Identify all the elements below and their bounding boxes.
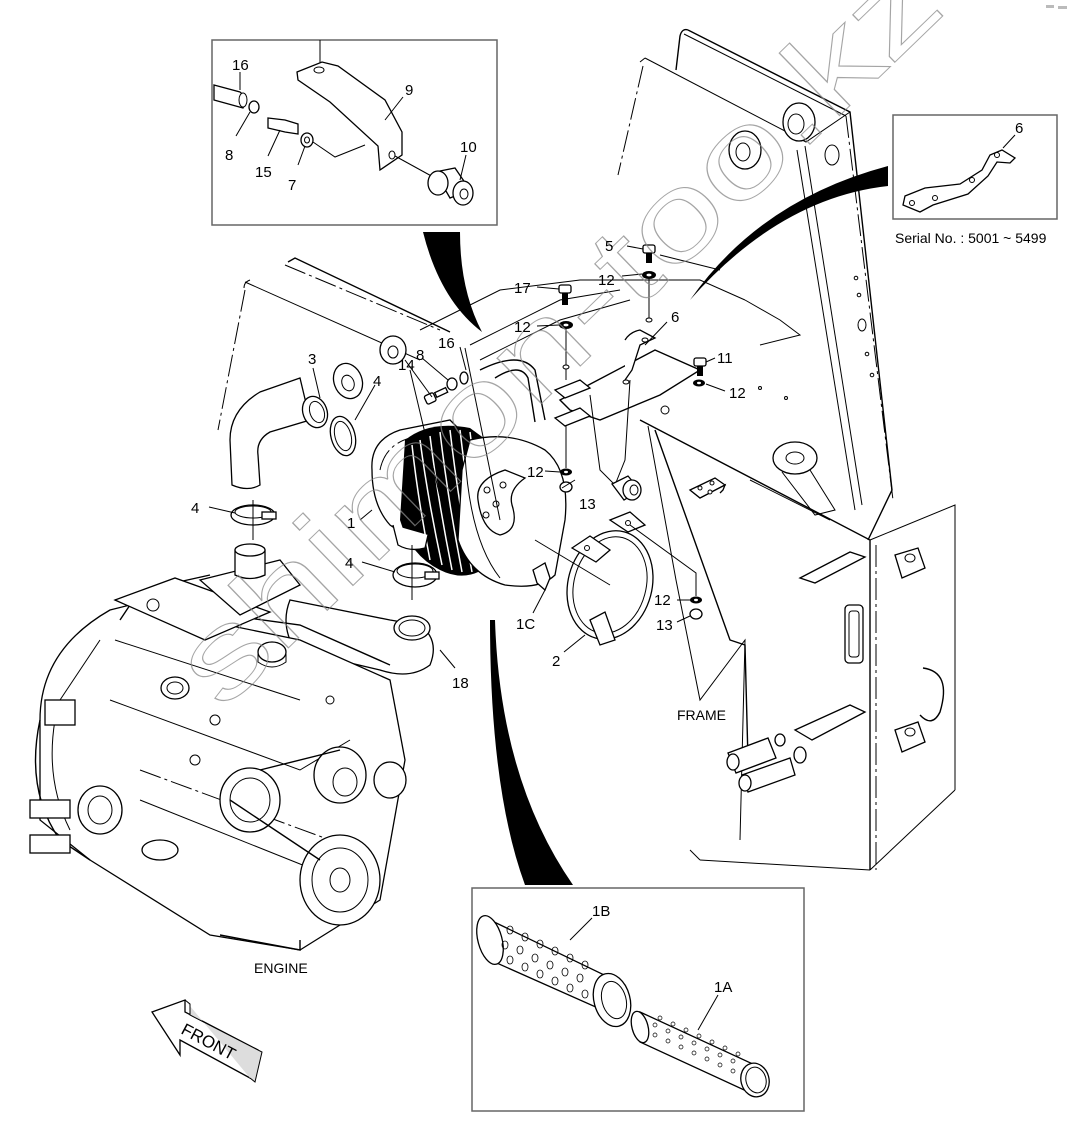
pointer-arrow-bottom [490, 620, 573, 885]
flange-boss [772, 441, 836, 516]
callout: 12 [654, 592, 671, 609]
outer-filter-element [476, 915, 632, 1028]
callout: 12 [729, 385, 746, 402]
callout: 11 [717, 350, 733, 367]
pointer-arrow-top [423, 232, 482, 332]
callout: 6 [1015, 120, 1023, 137]
callout: 8 [416, 347, 424, 364]
main-callouts: 5 12 17 12 6 16 14 8 11 12 3 4 4 1 4 12 … [191, 238, 746, 692]
dust-valve [532, 562, 551, 592]
callout: 12 [527, 464, 544, 481]
spacer-washer [332, 362, 364, 400]
callout: 15 [255, 164, 272, 181]
callout: 17 [514, 280, 531, 297]
callout: 12 [514, 319, 531, 336]
callout: 16 [438, 335, 455, 352]
callout: 4 [373, 373, 381, 390]
callout: 14 [398, 357, 415, 374]
alternator [219, 767, 281, 833]
serial-number-note: Serial No. : 5001 ~ 5499 [895, 230, 1047, 246]
engine-pulley [299, 834, 381, 926]
callout: 1C [516, 616, 535, 633]
corner-mark [1046, 5, 1067, 9]
callout: 5 [605, 238, 613, 255]
callout: 8 [225, 147, 233, 164]
frame-boss [728, 130, 762, 170]
front-direction-arrow: FRONT [151, 999, 263, 1083]
callout: 4 [191, 500, 199, 517]
bolt-11 [693, 357, 707, 387]
mounting-band [566, 511, 654, 646]
washer-nut-12-13 [629, 524, 703, 620]
frame-hinge [726, 733, 807, 793]
callout: 1B [592, 903, 610, 920]
inset-right-detail: 6 Serial No. : 5001 ~ 5499 [892, 114, 1058, 246]
frame-slot [844, 604, 864, 664]
frame [617, 28, 956, 871]
hose-clamp [329, 415, 357, 457]
inner-filter-element [630, 1010, 770, 1098]
callout: 13 [579, 496, 596, 513]
frame-caption: FRAME [677, 707, 726, 723]
fan-pulley [313, 746, 367, 804]
callout: 7 [288, 177, 296, 194]
callout: 9 [405, 82, 413, 99]
pointer-arrow-right [690, 166, 888, 300]
callout: 4 [345, 555, 353, 572]
washer-nut-12-13 [559, 425, 573, 493]
rubber-mount [611, 475, 642, 501]
callout: 16 [232, 57, 249, 74]
bolt-14-nut-8 [423, 371, 469, 405]
callout: 10 [460, 139, 477, 156]
leader-lines [208, 245, 726, 669]
frame-boss [782, 102, 816, 142]
callout: 3 [308, 351, 316, 368]
engine-caption: ENGINE [254, 960, 308, 976]
inset-bottom-detail: 1B 1A [471, 887, 805, 1112]
callout: 1A [714, 979, 732, 996]
inset-top-detail: 16 9 8 15 7 10 [211, 39, 498, 226]
callout: 12 [598, 272, 615, 289]
callout: 18 [452, 675, 469, 692]
callout: 13 [656, 617, 673, 634]
engine [29, 543, 407, 951]
rubber-bushing [427, 167, 474, 206]
hose-clamp [392, 562, 440, 588]
bolt-17 [558, 284, 573, 380]
callout: 2 [552, 653, 560, 670]
elbow-hose [229, 377, 329, 490]
air-cleaner-assembly [371, 419, 567, 592]
callout: 6 [671, 309, 679, 326]
bolt-5 [642, 244, 656, 323]
oil-filter [77, 785, 123, 835]
callout: 1 [347, 515, 355, 532]
upper-mount-bracket [217, 257, 802, 501]
